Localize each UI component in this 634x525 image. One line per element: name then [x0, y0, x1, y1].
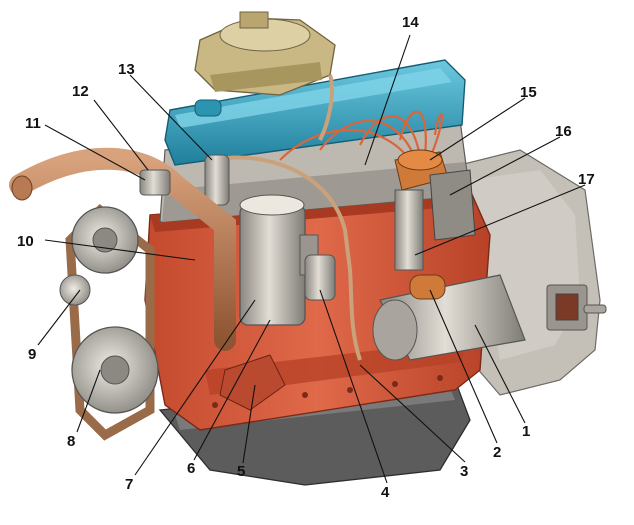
callout-7: 7 [125, 476, 133, 493]
crankshaft-pulley [71, 326, 159, 414]
starter-motor [372, 274, 526, 361]
callout-13: 13 [118, 61, 135, 78]
callout-labels: 1 2 3 4 5 6 7 8 9 10 11 12 13 14 15 16 1… [17, 14, 595, 501]
callout-5: 5 [237, 463, 245, 480]
callout-8: 8 [67, 433, 75, 450]
callout-9: 9 [28, 346, 36, 363]
fuel-line [214, 74, 362, 361]
leader-lines [37, 34, 586, 484]
water-pump-pulley [71, 206, 139, 274]
fuel-filter [204, 154, 230, 206]
callout-3: 3 [460, 463, 468, 480]
callout-4: 4 [381, 484, 390, 501]
callout-1: 1 [522, 423, 530, 440]
coolant-hose [9, 147, 236, 351]
side-cover-plate [219, 354, 286, 411]
callout-17: 17 [578, 171, 595, 188]
spark-plug-wires [279, 110, 444, 161]
alternator-pulley [59, 274, 91, 306]
callout-10: 10 [17, 233, 34, 250]
callout-12: 12 [72, 83, 89, 100]
callout-16: 16 [555, 123, 572, 140]
callout-14: 14 [402, 14, 419, 31]
ignition-coil [429, 169, 476, 241]
callout-11: 11 [25, 115, 41, 132]
valve-cover [164, 59, 466, 166]
callout-2: 2 [493, 444, 501, 461]
carburetor [194, 11, 336, 96]
thermostat-housing [139, 169, 171, 196]
distributor [394, 149, 449, 271]
callout-6: 6 [187, 460, 195, 477]
fuel-pump [304, 254, 336, 301]
callout-15: 15 [520, 84, 537, 101]
